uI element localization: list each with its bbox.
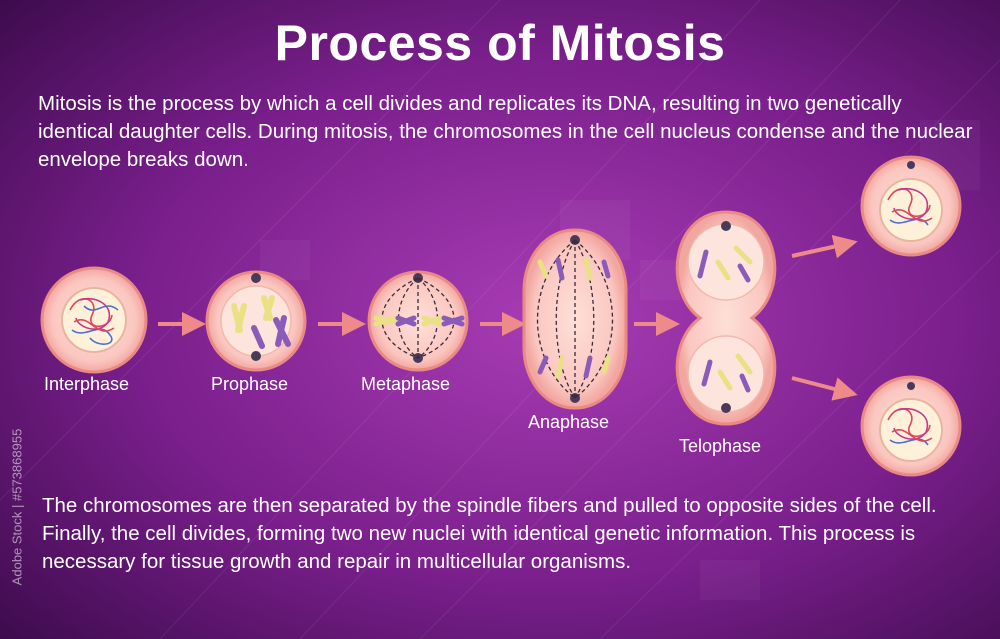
daughter-cell-top (862, 157, 960, 255)
centrosome-icon (721, 403, 731, 413)
watermark: Adobe Stock | #573868955 (4, 392, 30, 622)
daughter-cell-bottom (862, 377, 960, 475)
centrosome-icon (251, 351, 261, 361)
prophase-cell (207, 272, 305, 370)
centrosome-icon (907, 161, 915, 169)
metaphase-cell (369, 272, 467, 370)
stage-label-prophase: Prophase (211, 374, 288, 395)
centrosome-icon (721, 221, 731, 231)
telophase-cell (677, 212, 775, 424)
stage-label-anaphase: Anaphase (528, 412, 609, 433)
centrosome-icon (907, 382, 915, 390)
outro-paragraph: The chromosomes are then separated by th… (42, 492, 982, 576)
centrosome-icon (251, 273, 261, 283)
stage-label-metaphase: Metaphase (361, 374, 450, 395)
stage-label-interphase: Interphase (44, 374, 129, 395)
arrow-icon (792, 378, 846, 392)
arrow-icon (792, 244, 846, 256)
anaphase-cell (524, 230, 626, 408)
interphase-cell (42, 268, 146, 372)
stage-label-telophase: Telophase (679, 436, 761, 457)
watermark-text: Adobe Stock | #573868955 (10, 429, 25, 586)
